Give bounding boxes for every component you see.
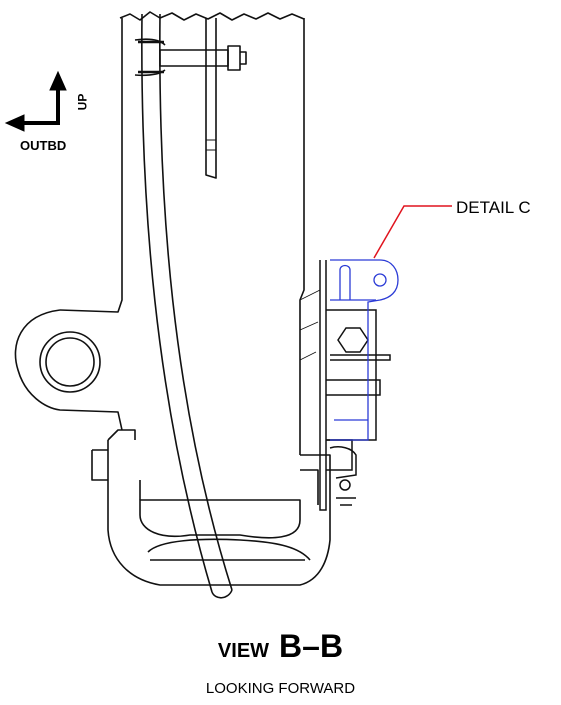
up-label: UP: [75, 93, 90, 111]
mounting-lug: [14, 309, 123, 431]
view-prefix: VIEW: [217, 640, 270, 662]
cable-tube: [138, 13, 233, 599]
detail-c-part: [330, 259, 399, 441]
view-id: B–B: [279, 628, 344, 664]
outboard-label: OUTBD: [20, 138, 67, 153]
view-title: VIEW B–B: [0, 628, 561, 665]
lower-housing: [107, 440, 331, 586]
detail-c-label: DETAIL C: [456, 198, 531, 217]
structure-body: [14, 11, 331, 586]
top-bolt: [159, 49, 229, 67]
view-subtitle: LOOKING FORWARD: [205, 680, 356, 697]
orientation-indicator: [4, 70, 67, 132]
detail-c-leader: [373, 205, 452, 259]
torn-edge: [119, 11, 305, 21]
